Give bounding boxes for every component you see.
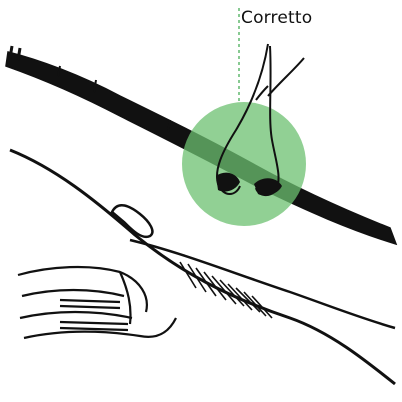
lower-tissue-edge-2 [130,240,395,328]
hand-outline [18,267,176,338]
annotation-label: Corretto [241,8,312,28]
highlight-circle [182,102,306,226]
